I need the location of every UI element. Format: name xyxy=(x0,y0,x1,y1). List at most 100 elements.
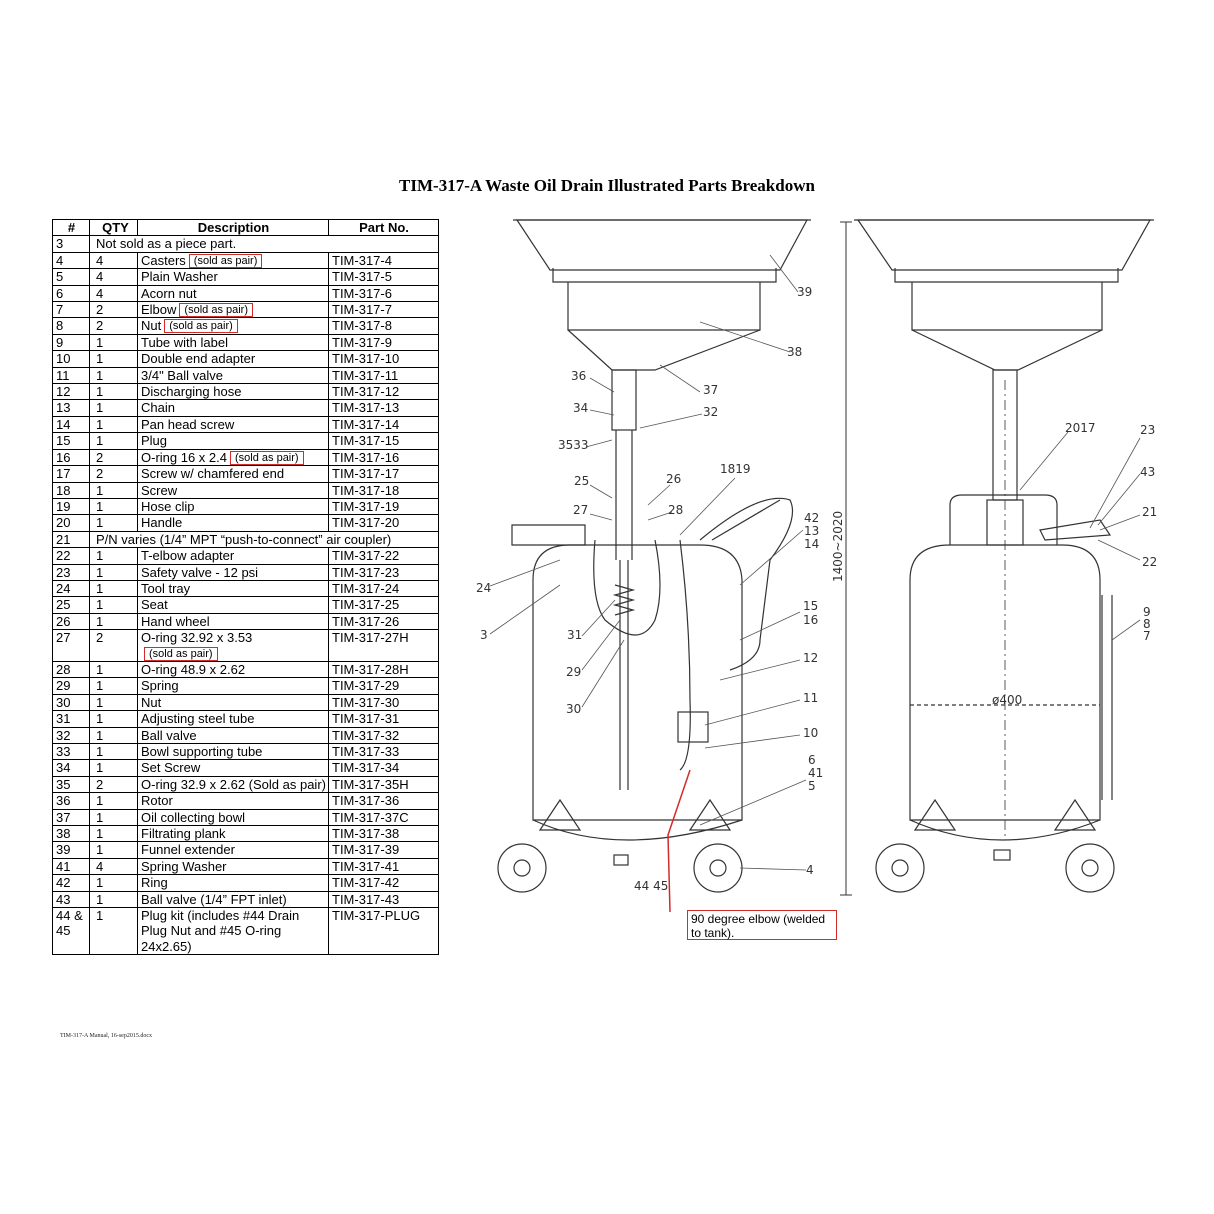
diagram-label: 10 xyxy=(803,726,818,740)
diagram-label: 37 xyxy=(703,383,718,397)
row-description-text: O-ring 32.9 x 2.62 (Sold as pair) xyxy=(141,776,326,792)
row-description: Safety valve - 12 psi xyxy=(137,563,329,581)
row-part-number: TIM-317-37C xyxy=(328,808,439,827)
diagram-label: 16 xyxy=(803,613,818,627)
row-description-text: Seat xyxy=(141,597,168,613)
row-part-number: TIM-317-18 xyxy=(328,481,439,499)
diagram-label: 4 xyxy=(806,863,814,877)
diagram-label: 1819 xyxy=(720,462,751,476)
table-header-row: # QTY Description Part No. xyxy=(52,218,439,237)
diagram-label: 36 xyxy=(571,369,586,383)
row-description-text: Tool tray xyxy=(141,580,191,596)
row-description-text: Plain Washer xyxy=(141,269,218,285)
row-description: Seat xyxy=(137,596,329,614)
diagram-label: 11 xyxy=(803,691,818,705)
row-description: Acorn nut xyxy=(137,284,329,303)
height-dimension-label: 1400~2020 xyxy=(831,511,845,582)
row-description-text: Double end adapter xyxy=(141,351,256,367)
row-description-text: Tube with label xyxy=(141,334,228,350)
diagram-label: 31 xyxy=(567,628,582,642)
row-part-number: TIM-317-29 xyxy=(328,677,439,695)
row-description: Adjusting steel tube xyxy=(137,710,329,728)
row-part-number: TIM-317-15 xyxy=(328,432,439,450)
row-description: Double end adapter xyxy=(137,350,329,368)
row-description: Casters(sold as pair) xyxy=(137,251,329,270)
row-part-number: TIM-317-39 xyxy=(328,841,439,859)
row-description-text: O-ring 32.92 x 3.53 xyxy=(141,630,253,646)
diagram-label: 29 xyxy=(566,665,581,679)
diagram-label: 43 xyxy=(1140,465,1155,479)
diagram-label: 25 xyxy=(574,474,589,488)
row-part-number: TIM-317-26 xyxy=(328,612,439,631)
row-description: Hand wheel xyxy=(137,612,329,631)
row-description-text: Elbow xyxy=(141,302,177,318)
row-number: 16 xyxy=(52,448,90,467)
row-description-text: Set Screw xyxy=(141,760,201,776)
row-description: Spring Washer xyxy=(137,857,329,876)
row-description: Oil collecting bowl xyxy=(137,808,329,827)
diagram-label: 9 xyxy=(1143,605,1151,619)
row-part-number: TIM-317-41 xyxy=(328,857,439,876)
diagram-label: 28 xyxy=(668,503,683,517)
row-description-text: O-ring 48.9 x 2.62 xyxy=(141,661,246,677)
row-description: O-ring 32.9 x 2.62 (Sold as pair) xyxy=(137,775,329,794)
row-description-text: Plug kit (includes #44 Drain Plug Nut an… xyxy=(141,908,300,954)
row-description: O-ring 32.92 x 3.53(sold as pair) xyxy=(137,629,329,662)
diagram-label: 38 xyxy=(787,345,802,359)
row-description-text: Ball valve (1/4” FPT inlet) xyxy=(141,891,287,907)
row-description-text: Discharging hose xyxy=(141,384,242,400)
row-description: Spring xyxy=(137,677,329,695)
header-part-no: Part No. xyxy=(328,218,439,237)
row-part-number: TIM-317-34 xyxy=(328,759,439,777)
diagram-label: 8 xyxy=(1143,617,1151,631)
row-description-text: Nut xyxy=(141,318,162,334)
row-number: 18 xyxy=(52,481,90,499)
row-description-text: 3/4" Ball valve xyxy=(141,367,223,383)
row-part-number: TIM-317-23 xyxy=(328,563,439,581)
row-description-text: O-ring 16 x 2.4 xyxy=(141,449,227,465)
row-part-number: TIM-317-43 xyxy=(328,890,439,909)
row-number: 19 xyxy=(52,497,90,516)
diagram-label: 3533 xyxy=(558,438,589,452)
diagram-label: 7 xyxy=(1143,629,1151,643)
diagram-label: 34 xyxy=(573,401,588,415)
sold-as-pair-note: (sold as pair) xyxy=(188,253,263,268)
row-part-number: TIM-317-7 xyxy=(328,301,439,319)
diagram-label: 42 xyxy=(804,511,819,525)
diagram-label: 21 xyxy=(1142,505,1157,519)
diagram-label: 32 xyxy=(703,405,718,419)
document-footer: TIM-317-A Manual, 16-sep2015.docx xyxy=(60,1033,152,1039)
row-part-number: TIM-317-14 xyxy=(328,415,439,434)
row-number: 29 xyxy=(52,677,90,695)
row-part-number: TIM-317-36 xyxy=(328,792,439,810)
diagram-label: 30 xyxy=(566,702,581,716)
row-part-number: TIM-317-19 xyxy=(328,497,439,516)
sold-as-pair-note: (sold as pair) xyxy=(164,319,238,334)
row-description-text: Adjusting steel tube xyxy=(141,711,255,727)
diagram-label: 2017 xyxy=(1065,421,1096,435)
row-description-text: Safety valve - 12 psi xyxy=(141,564,259,580)
